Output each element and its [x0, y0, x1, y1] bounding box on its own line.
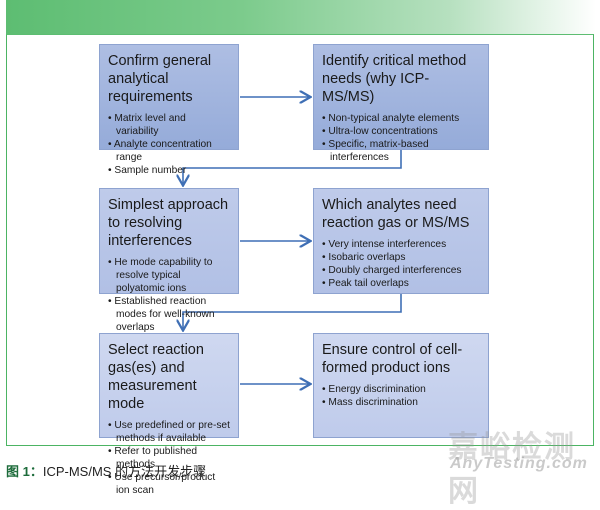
step-item: Very intense interferences — [322, 238, 480, 251]
step-item: Analyte concentration range — [108, 138, 230, 164]
step-item: Isobaric overlaps — [322, 251, 480, 264]
caption-label: 图 1： — [6, 464, 43, 479]
step-item: Established reaction modes for well-know… — [108, 295, 230, 334]
step-item: Mass discrimination — [322, 396, 480, 409]
step-box-1: Confirm general analytical requirements … — [99, 44, 239, 176]
step-title: Simplest approach to resolving interfere… — [108, 197, 229, 249]
step-title: Ensure control of cell-formed product io… — [322, 342, 463, 376]
step-title: Confirm general analytical requirements — [108, 53, 212, 105]
figure-caption: 图 1：ICP-MS/MS 的方法开发步骤 — [6, 461, 206, 480]
step-title: Identify critical method needs (why ICP-… — [322, 53, 467, 105]
step-item: Peak tail overlaps — [322, 277, 480, 290]
step-title: Select reaction gas(es) and measurement … — [108, 342, 204, 412]
figure-frame — [6, 34, 594, 446]
step-item: Sample number — [108, 164, 230, 177]
step-item: Use predefined or pre-set methods if ava… — [108, 419, 230, 445]
watermark-en: AnyTesting.com — [450, 455, 588, 472]
step-item: Specific, matrix-based interferences — [322, 138, 480, 164]
step-item: Doubly charged interferences — [322, 264, 480, 277]
connector-arrows — [0, 0, 402, 482]
step-item: He mode capability to resolve typical po… — [108, 256, 230, 295]
step-box-6: Ensure control of cell-formed product io… — [313, 333, 489, 438]
step-item: Matrix level and variability — [108, 112, 230, 138]
step-title: Which analytes need reaction gas or MS/M… — [322, 197, 470, 231]
header-band — [6, 0, 596, 35]
step-box-3: Simplest approach to resolving interfere… — [99, 188, 239, 333]
caption-text: ICP-MS/MS 的方法开发步骤 — [42, 464, 207, 479]
step-item: Ultra-low concentrations — [322, 125, 480, 138]
step-item: Non-typical analyte elements — [322, 112, 480, 125]
step-box-2: Identify critical method needs (why ICP-… — [313, 44, 489, 163]
step-item: Refer to published methods — [108, 445, 230, 471]
step-box-4: Which analytes need reaction gas or MS/M… — [313, 188, 489, 294]
step-item: Energy discrimination — [322, 383, 480, 396]
step-box-5: Select reaction gas(es) and measurement … — [99, 333, 239, 496]
